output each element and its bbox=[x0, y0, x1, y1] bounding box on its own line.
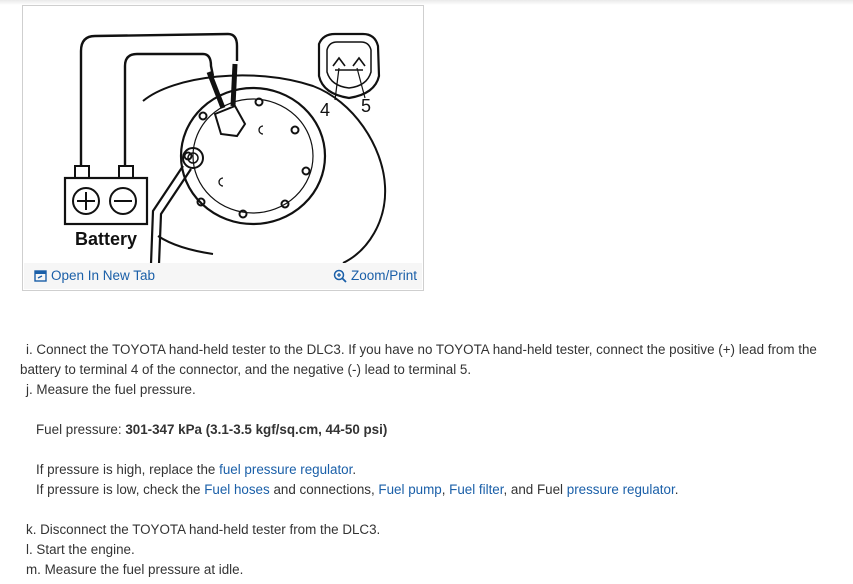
step-k: k. Disconnect the TOYOTA hand-held teste… bbox=[26, 522, 381, 537]
procedure-text: i. Connect the TOYOTA hand-held tester t… bbox=[20, 340, 850, 580]
fuel-pump-link[interactable]: Fuel pump bbox=[378, 482, 442, 497]
open-in-new-tab-link[interactable]: Open In New Tab bbox=[34, 268, 155, 283]
step-m: m. Measure the fuel pressure at idle. bbox=[26, 562, 244, 577]
low-mid3: , and Fuel bbox=[503, 482, 567, 497]
spec-label: Fuel pressure: bbox=[36, 422, 126, 437]
pressure-low-note: If pressure is low, check the Fuel hoses… bbox=[20, 480, 850, 500]
fuel-pressure-regulator-link[interactable]: fuel pressure regulator bbox=[219, 462, 353, 477]
new-tab-icon bbox=[34, 269, 47, 282]
zoom-print-link[interactable]: Zoom/Print bbox=[333, 268, 417, 283]
pressure-regulator-link[interactable]: pressure regulator bbox=[566, 482, 675, 497]
low-mid2: , bbox=[441, 482, 450, 497]
open-in-new-tab-label: Open In New Tab bbox=[51, 268, 156, 283]
terminal-4-label: 4 bbox=[320, 100, 330, 120]
low-prefix: If pressure is low, check the bbox=[36, 482, 205, 497]
step-j: j. Measure the fuel pressure. bbox=[26, 382, 196, 397]
figure-box: 4 5 Battery Open In New Tab Zoom/Print bbox=[22, 5, 424, 291]
battery-label: Battery bbox=[75, 229, 137, 249]
step-i-line2: battery to terminal 4 of the connector, … bbox=[20, 362, 472, 377]
step-l: l. Start the engine. bbox=[26, 542, 135, 557]
spec-value: 301-347 kPa (3.1-3.5 kgf/sq.cm, 44-50 ps… bbox=[125, 422, 388, 437]
pressure-high-note: If pressure is high, replace the fuel pr… bbox=[20, 460, 850, 480]
fuel-pressure-spec: Fuel pressure: 301-347 kPa (3.1-3.5 kgf/… bbox=[20, 420, 850, 440]
fuel-filter-link[interactable]: Fuel filter bbox=[449, 482, 504, 497]
fuel-hoses-link[interactable]: Fuel hoses bbox=[204, 482, 270, 497]
terminal-5-label: 5 bbox=[361, 96, 371, 116]
zoom-print-label: Zoom/Print bbox=[350, 268, 417, 283]
low-suffix: . bbox=[674, 482, 679, 497]
figure-footer: Open In New Tab Zoom/Print bbox=[24, 263, 422, 289]
zoom-icon bbox=[333, 269, 347, 283]
fuel-pump-diagram: 4 5 Battery bbox=[63, 32, 387, 264]
top-shadow bbox=[0, 0, 853, 5]
high-prefix: If pressure is high, replace the bbox=[36, 462, 220, 477]
low-mid1: and connections, bbox=[269, 482, 379, 497]
high-suffix: . bbox=[352, 462, 357, 477]
step-i-line1: i. Connect the TOYOTA hand-held tester t… bbox=[26, 342, 817, 357]
